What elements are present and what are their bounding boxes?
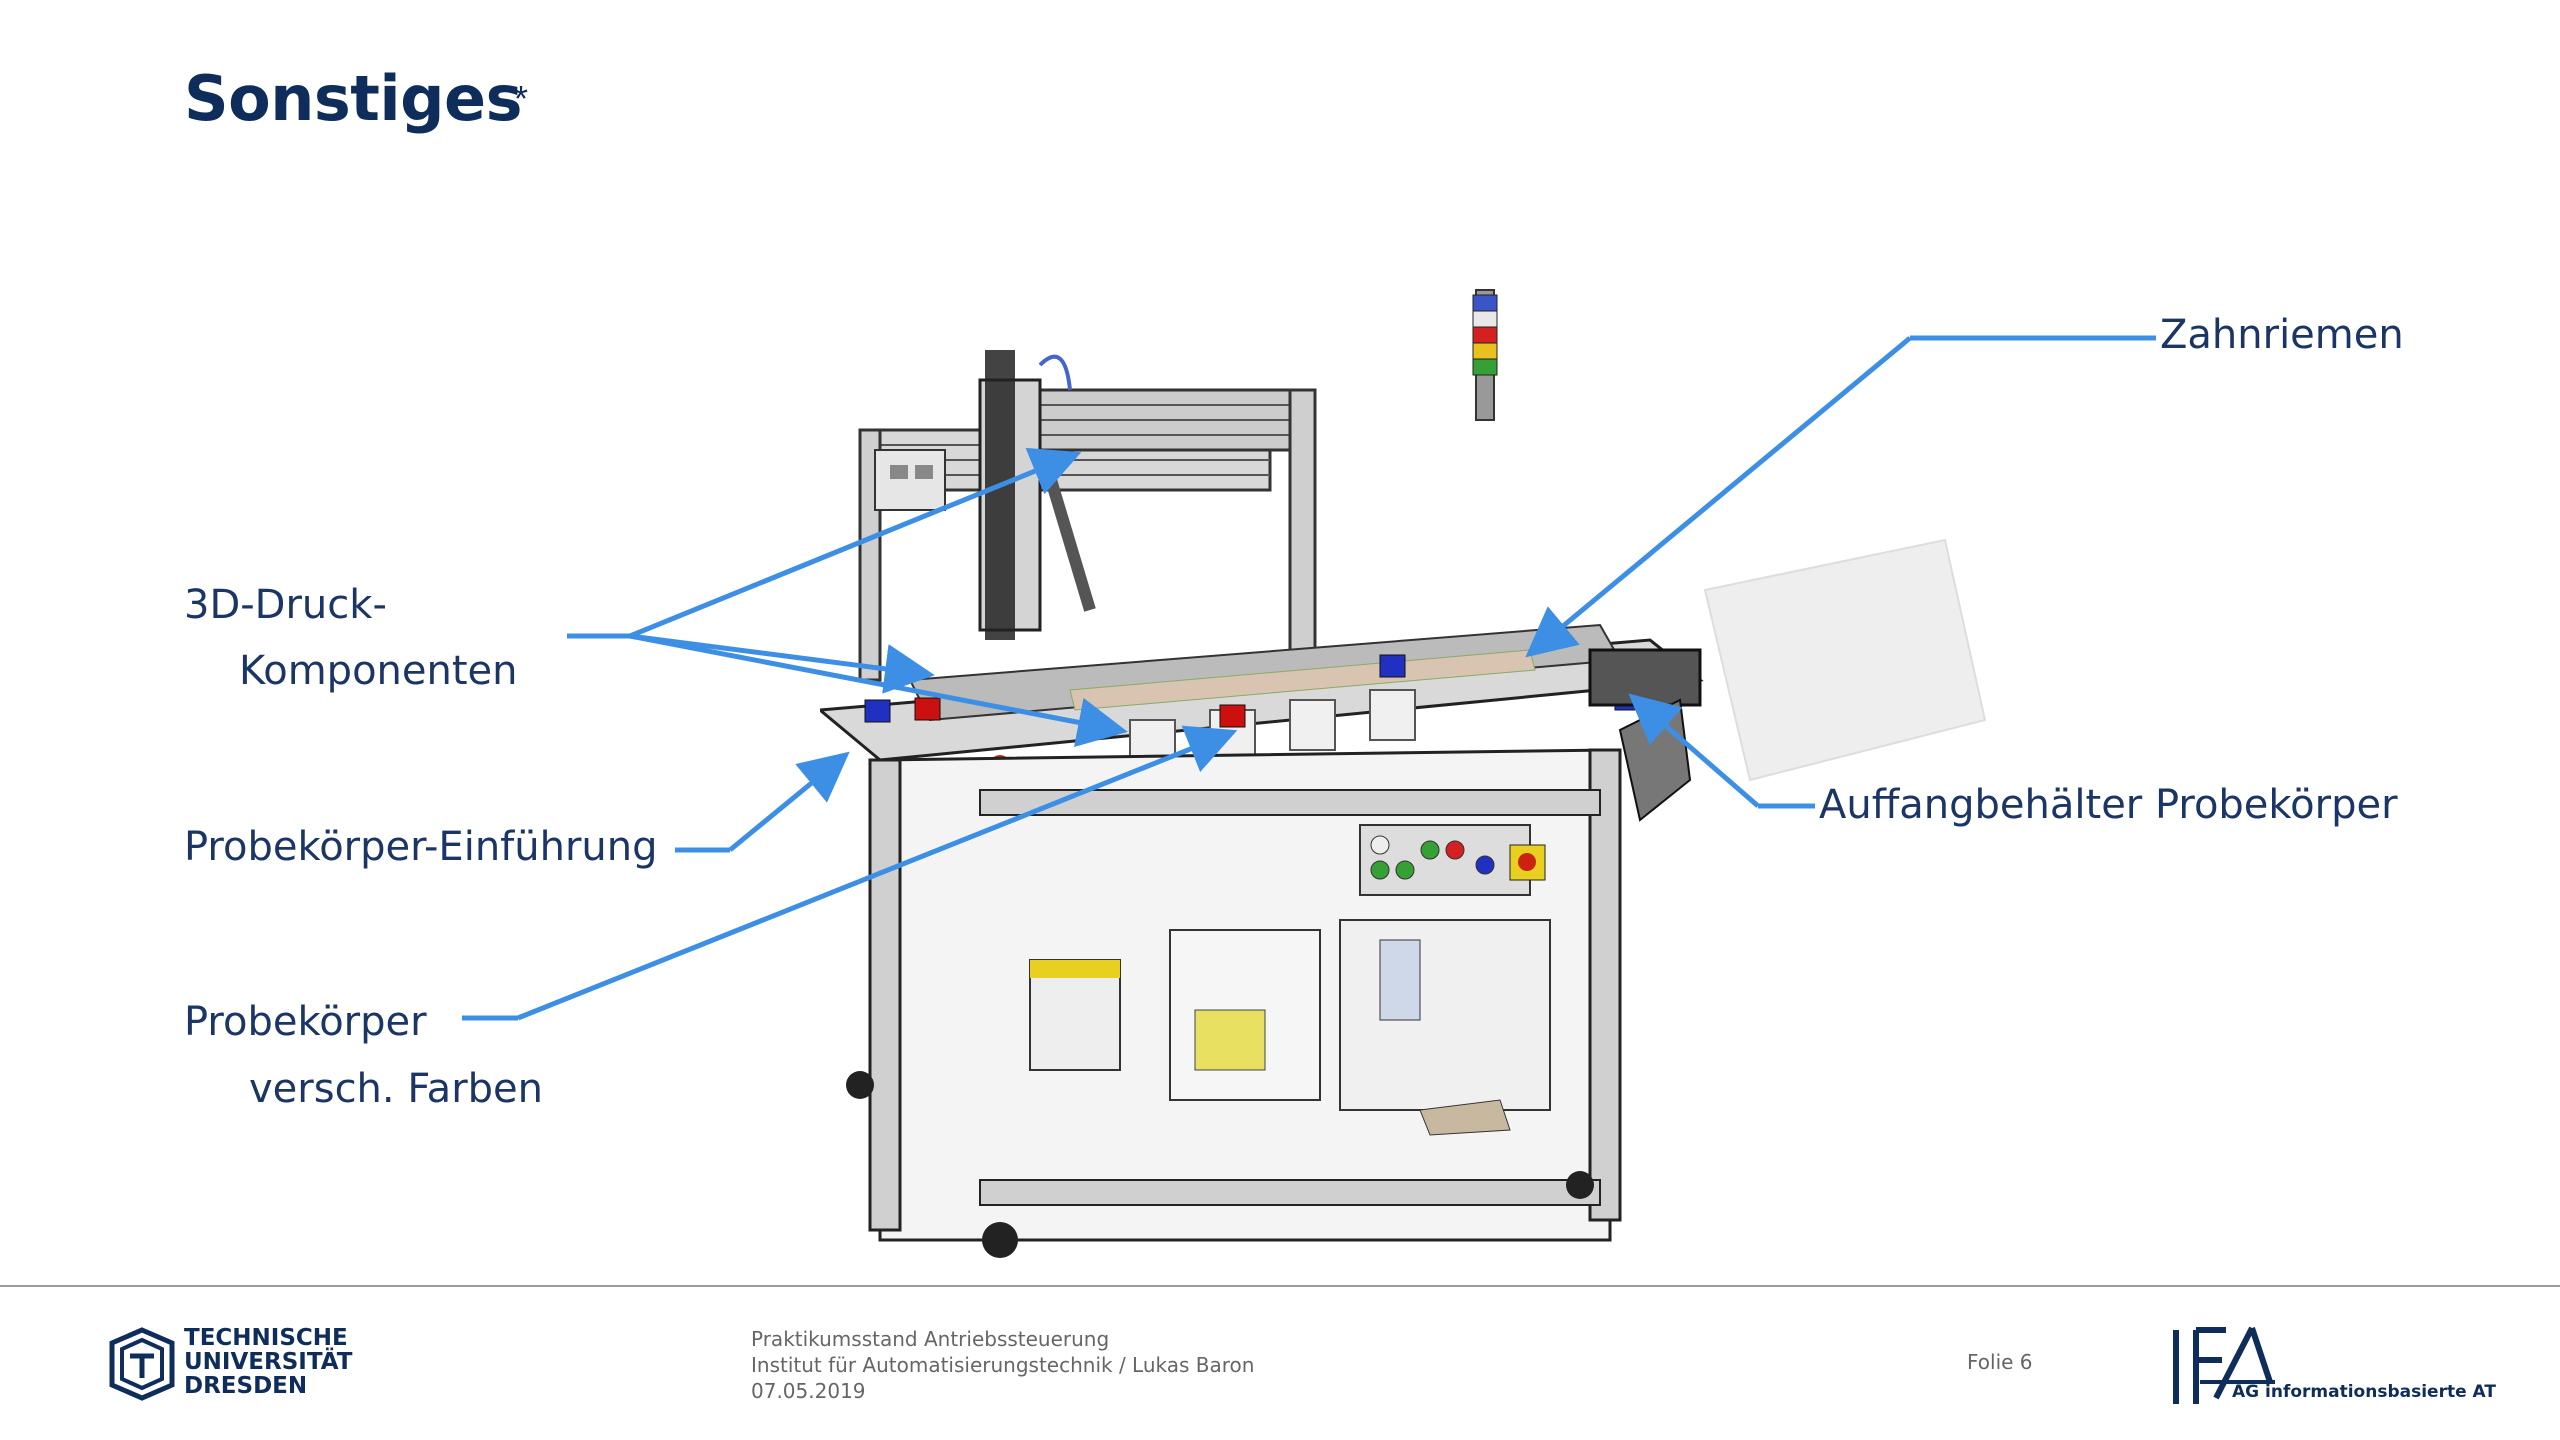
ifa-logo-icon	[2173, 1326, 2275, 1404]
footer-divider	[0, 1285, 2560, 1287]
tu-dresden-logo-icon	[109, 1327, 175, 1401]
label-auffangbehaelter: Auffangbehälter Probekörper	[1819, 782, 2398, 828]
machine-illustration	[820, 289, 1987, 1258]
university-name: TECHNISCHE UNIVERSITÄT DRESDEN	[184, 1326, 352, 1398]
label-probekoerper-einfuehrung: Probekörper-Einführung	[184, 824, 658, 870]
university-line2: UNIVERSITÄT	[184, 1349, 353, 1375]
label-3d-druck-line1: 3D-Druck-	[184, 582, 387, 628]
label-3d-druck-line2: Komponenten	[239, 648, 518, 694]
university-line1: TECHNISCHE	[184, 1325, 348, 1351]
label-probekoerper-farben-line2: versch. Farben	[249, 1066, 543, 1112]
footer-course: Praktikumsstand Antriebssteuerung	[751, 1327, 1110, 1351]
footer-info: Praktikumsstand Antriebssteuerung Instit…	[751, 1326, 1254, 1404]
label-zahnriemen: Zahnriemen	[2160, 312, 2404, 358]
slide-title: Sonstiges	[184, 62, 523, 135]
footer-date: 07.05.2019	[751, 1379, 866, 1403]
slide-number: Folie 6	[1967, 1350, 2033, 1374]
label-probekoerper-farben-line1: Probekörper	[184, 999, 427, 1045]
university-line3: DRESDEN	[184, 1373, 308, 1399]
title-footnote-mark: *	[514, 78, 529, 119]
footer-institute-author: Institut für Automatisierungstechnik / L…	[751, 1353, 1255, 1377]
ifa-subtitle: AG informationsbasierte AT	[2232, 1382, 2496, 1402]
